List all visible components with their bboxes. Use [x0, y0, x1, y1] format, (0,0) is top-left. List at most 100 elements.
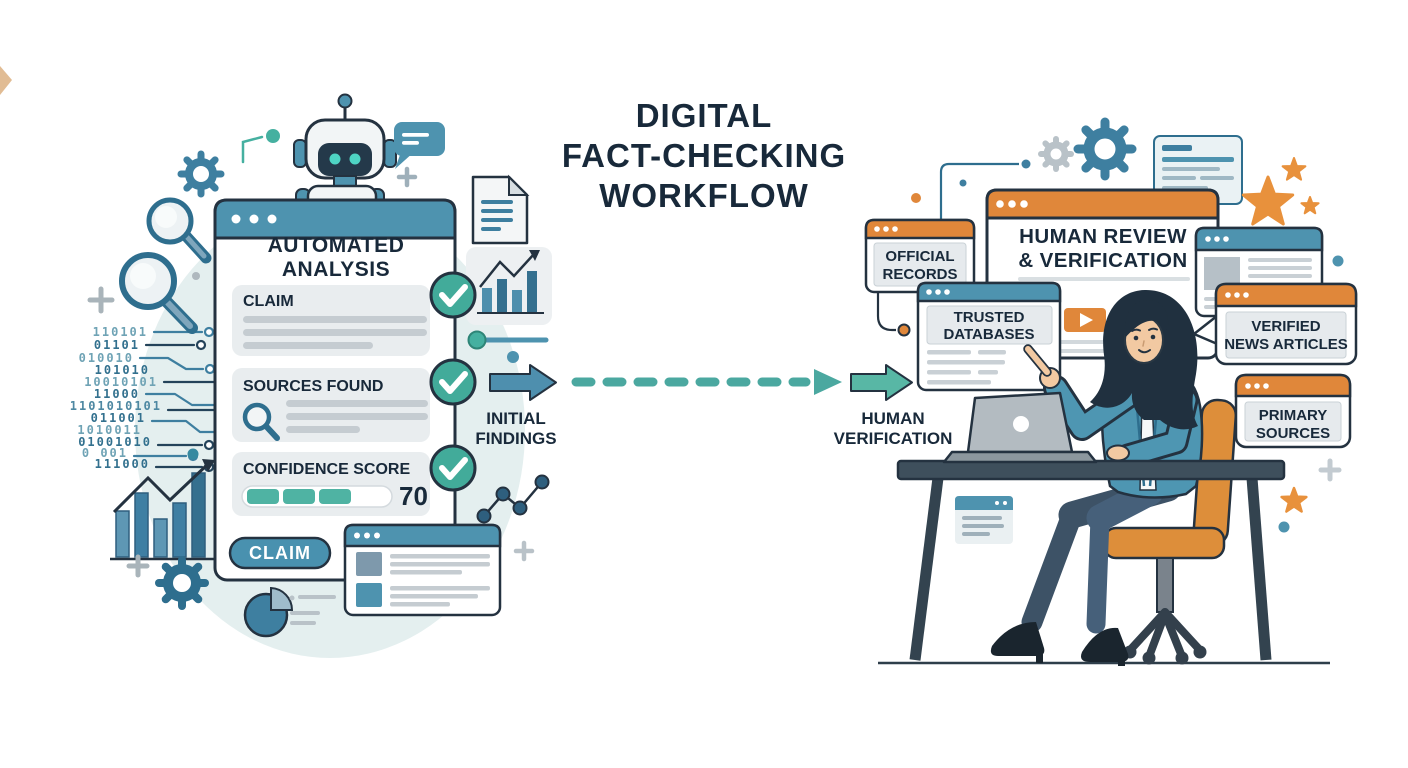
- trace-accent: [876, 292, 896, 332]
- hair-bang: [1124, 300, 1169, 338]
- document-icon: [471, 174, 530, 245]
- main-title: DIGITAL FACT-CHECKING WORKFLOW: [562, 97, 846, 214]
- initial-findings-line1: INITIAL: [486, 409, 546, 428]
- window-titlebar: [1214, 282, 1358, 308]
- human-verification-line2: VERIFICATION: [834, 429, 953, 448]
- checkmark-icon: [429, 271, 477, 319]
- title-line2: FACT-CHECKING: [562, 137, 846, 174]
- line-chart-icon: [476, 474, 550, 524]
- gear-icon: [1038, 136, 1074, 172]
- left-scene: 110101 01101 010010 101010 10010101 1100…: [0, 66, 552, 658]
- human-verification-arrow: [850, 364, 913, 401]
- dot-accent: [266, 129, 280, 143]
- human-verification-line1: HUMAN: [861, 409, 924, 428]
- official-records-line2: RECORDS: [882, 266, 957, 283]
- plus-icon: [1318, 458, 1342, 482]
- panel-title-line1: AUTOMATED: [268, 234, 405, 257]
- shoe: [990, 622, 1045, 656]
- binary-row: 010010: [79, 351, 134, 365]
- note-card-icon: [1153, 135, 1243, 205]
- window-dots: [1225, 292, 1249, 298]
- robot-icon: [293, 93, 397, 210]
- trusted-databases-window: TRUSTED DATABASES: [916, 281, 1062, 392]
- binary-row: 1010011: [77, 423, 142, 437]
- trusted-databases-line2: DATABASES: [943, 326, 1034, 343]
- node-connector-icon: [467, 330, 549, 363]
- initial-findings-arrow: [489, 364, 557, 401]
- binary-row: 11000: [94, 387, 140, 401]
- flow-arrows: INITIAL FINDINGS HUMAN VERIFICATION: [475, 364, 953, 448]
- window-dots: [1245, 383, 1269, 389]
- review-title-line2: & VERIFICATION: [1018, 249, 1187, 272]
- laptop-icon: [942, 391, 1098, 464]
- binary-row: 10010101: [84, 375, 158, 389]
- star-icon: [1300, 196, 1320, 215]
- title-line3: WORKFLOW: [599, 177, 809, 214]
- official-records-card: OFFICIAL RECORDS: [864, 218, 976, 294]
- sources-found-card: SOURCES FOUND: [232, 368, 430, 442]
- confidence-score-label: CONFIDENCE SCORE: [243, 461, 410, 478]
- window-dots: [926, 289, 950, 295]
- verified-news-line1: VERIFIED: [1251, 318, 1320, 335]
- trace-accent: [241, 135, 264, 164]
- progress-bar-fill: [247, 489, 351, 504]
- video-play-icon: [1064, 308, 1106, 332]
- claim-button: CLAIM: [228, 536, 332, 570]
- panel-title-line2: ANALYSIS: [282, 258, 390, 281]
- trusted-databases-line1: TRUSTED: [954, 309, 1025, 326]
- binary-row: 101010: [95, 363, 150, 377]
- window-dots: [231, 214, 277, 224]
- dot-accent: [187, 448, 199, 460]
- dot-accent: [192, 272, 200, 280]
- star-icon: [1241, 175, 1295, 226]
- face-features: [1131, 327, 1158, 354]
- circuit-traces: [911, 159, 1031, 221]
- gear-icon: [155, 556, 209, 610]
- verified-news-card: VERIFIED NEWS ARTICLES: [1192, 282, 1358, 366]
- binary-row: 111000: [95, 457, 150, 471]
- right-scene: HUMAN REVIEW & VERIFICATION OFFICIAL REC…: [864, 117, 1358, 666]
- binary-row: 1101010101: [70, 399, 162, 413]
- binary-row: 01101: [94, 338, 140, 352]
- primary-sources-line1: PRIMARY: [1259, 407, 1328, 424]
- claim-card: CLAIM: [232, 285, 430, 356]
- binary-row: 0 001: [82, 446, 128, 460]
- title-line1: DIGITAL: [636, 97, 773, 134]
- binary-code: 110101 01101 010010 101010 10010101 1100…: [70, 325, 162, 471]
- dot-accent: [897, 323, 911, 337]
- shoe: [1081, 627, 1129, 662]
- hand: [1106, 444, 1130, 462]
- magnifier-icon: [119, 252, 198, 334]
- note-card-icon: [955, 496, 1013, 544]
- window-titlebar: [213, 198, 457, 240]
- primary-sources-line2: SOURCES: [1256, 425, 1330, 442]
- plus-icon: [513, 540, 535, 562]
- shoe-heel: [1036, 652, 1043, 663]
- sources-found-label: SOURCES FOUND: [243, 378, 383, 395]
- window-titlebar: [985, 188, 1220, 220]
- initial-findings-line2: FINDINGS: [475, 429, 556, 448]
- confidence-score-value: 70: [399, 481, 428, 511]
- binary-row: 110101: [93, 325, 148, 339]
- window-titlebar: [1234, 373, 1352, 398]
- checkmark-icon: [429, 358, 477, 406]
- review-title-line1: HUMAN REVIEW: [1019, 225, 1187, 248]
- window-dots: [996, 200, 1028, 208]
- magnifier-icon: [146, 197, 212, 264]
- binary-row: 011001: [91, 411, 146, 425]
- plus-icon: [396, 166, 418, 188]
- bar-chart-icon: [110, 459, 224, 561]
- desk: [896, 459, 1286, 661]
- confidence-score-card: CONFIDENCE SCORE 70: [232, 452, 430, 516]
- official-records-line1: OFFICIAL: [885, 248, 954, 265]
- claim-label: CLAIM: [243, 293, 294, 310]
- automated-analysis-window: AUTOMATED ANALYSIS CLAIM SOURCES FOUND: [213, 198, 457, 582]
- results-mini-window: [343, 523, 502, 617]
- search-icon: [242, 402, 280, 441]
- binary-row: 01001010: [78, 435, 152, 449]
- shoe-heel: [1118, 656, 1125, 666]
- trend-chart-icon: [466, 247, 552, 325]
- window-dots: [874, 226, 898, 232]
- edge-accent: [0, 66, 12, 95]
- gear-icon: [177, 150, 225, 198]
